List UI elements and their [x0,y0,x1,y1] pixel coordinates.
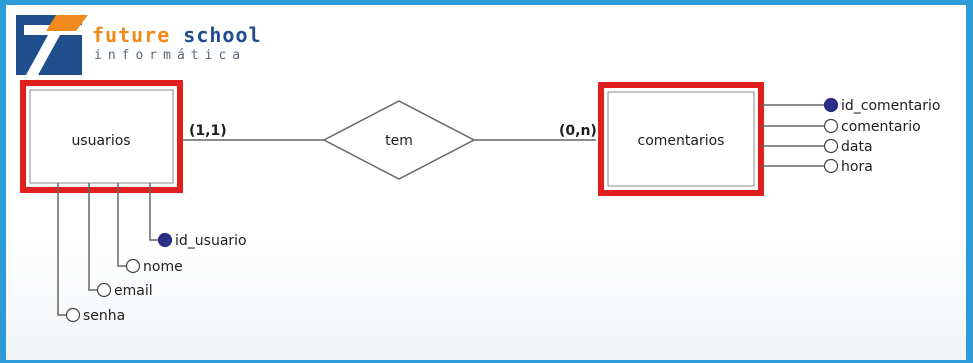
entity-box [607,91,755,187]
entity-comentarios-label: comentarios [638,133,725,149]
logo-word-future: future [92,23,171,47]
attribute-label: id_comentario [841,98,940,114]
entity-highlight-frame [598,82,764,196]
comentarios-attributes: id_comentario comentario data hora [761,97,940,175]
attribute-email: email [88,183,153,299]
entity-usuarios-label: usuarios [71,133,130,149]
entity-box [29,89,174,184]
attribute-senha: senha [57,183,125,324]
attribute-label: comentario [841,119,921,135]
logo-mark-icon [16,15,88,75]
attribute-comentario: comentario [761,118,921,135]
usuarios-attributes: id_usuario nome email senha [57,183,247,324]
diagram-canvas: future school informática usuarios comen… [6,5,966,360]
attribute-data: data [761,138,873,155]
attribute-label: hora [841,159,873,175]
attribute-nome: nome [117,183,183,275]
attribute-marker [823,138,839,154]
key-attribute-marker [157,232,173,248]
attribute-label: data [841,139,873,155]
attribute-hora: hora [761,158,873,175]
attribute-marker [65,307,81,323]
entity-comentarios: comentarios [598,82,764,196]
attribute-marker [823,118,839,134]
attribute-id-comentario: id_comentario [761,97,940,114]
entity-usuarios: usuarios [20,80,183,193]
er-diagram: usuarios comentarios tem (1,1) (0,n) id_… [20,80,940,324]
attribute-label: nome [143,259,183,275]
logo-subtitle: informática [94,48,247,63]
attribute-label: id_usuario [175,233,247,249]
relationship-label: tem [385,133,413,149]
attribute-label: senha [83,308,125,324]
future-school-logo: future school informática [16,11,286,77]
attribute-marker [823,158,839,174]
attribute-marker [96,282,112,298]
logo-word-school: school [183,23,262,47]
logo-title: future school [92,23,262,47]
entity-highlight-frame [20,80,183,193]
attribute-id-usuario: id_usuario [149,183,247,249]
attribute-label: email [114,283,153,299]
relationship-tem: tem [322,100,476,180]
cardinality-left: (1,1) [189,123,227,139]
relationship-diamond [322,100,476,180]
attribute-marker [125,258,141,274]
cardinality-right: (0,n) [559,123,597,139]
key-attribute-marker [823,97,839,113]
